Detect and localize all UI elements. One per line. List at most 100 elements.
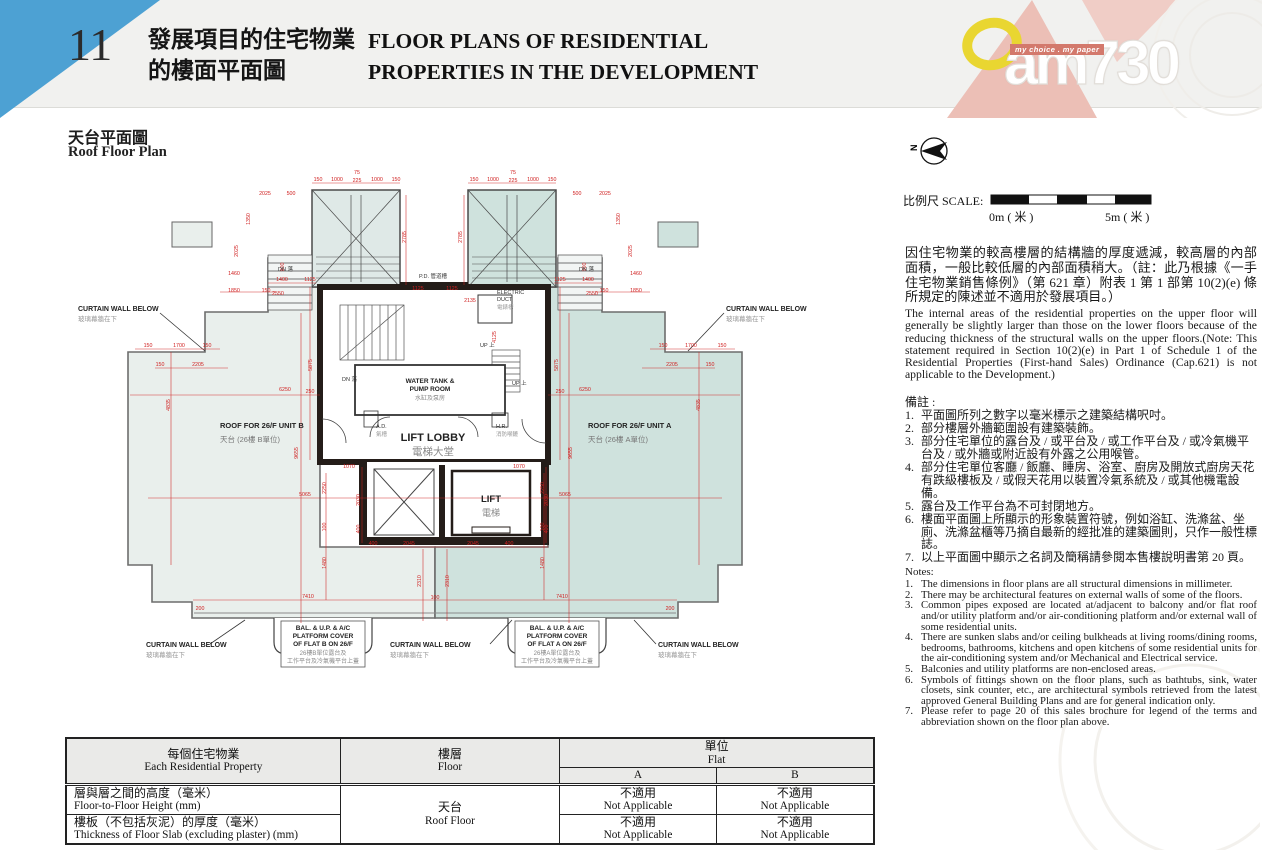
col-header-floor: 樓層 Floor — [339, 737, 561, 786]
scale-label: 比例尺 SCALE: — [903, 194, 983, 208]
svg-text:PUMP ROOM: PUMP ROOM — [410, 386, 451, 393]
am730-logo: am730 my choice . my paper — [932, 0, 1262, 118]
svg-text:玻璃幕牆在下: 玻璃幕牆在下 — [78, 314, 118, 323]
roof-box-left — [171, 221, 213, 248]
svg-text:1850: 1850 — [228, 288, 240, 294]
svg-text:2025: 2025 — [234, 245, 240, 257]
notes-title-zh: 備註 : — [905, 395, 936, 410]
svg-text:2250: 2250 — [540, 482, 546, 494]
svg-text:電梯大堂: 電梯大堂 — [412, 445, 454, 458]
svg-text:N: N — [909, 145, 919, 152]
svg-text:2550: 2550 — [586, 291, 598, 297]
north-arrow-icon: N — [909, 137, 948, 165]
scale-end-label: 5m ( 米 ) — [1105, 210, 1149, 224]
core-walls — [317, 284, 551, 465]
svg-text:5875: 5875 — [554, 359, 560, 371]
svg-text:LIFT LOBBY: LIFT LOBBY — [401, 432, 466, 444]
svg-text:400: 400 — [505, 541, 514, 547]
statement-zh: 因住宅物業的較高樓層的結構牆的厚度遞減，較高層的內部面積，一般比較低層的內部面積… — [905, 245, 1257, 305]
svg-text:1125: 1125 — [446, 286, 457, 292]
ad-shaft — [363, 410, 379, 428]
platform-cover-tab-a — [507, 618, 607, 668]
svg-text:電梯: 電梯 — [482, 507, 500, 518]
col-header-flat-a: A — [559, 767, 717, 786]
note-item: 5.Balconies and utility platforms are no… — [905, 663, 1156, 676]
note-item: 1.平面圖所列之數字以毫米標示之建築結構呎吋。 — [905, 408, 1174, 423]
svg-text:2025: 2025 — [259, 191, 271, 197]
svg-text:150: 150 — [203, 343, 212, 349]
note-item: 6.樓面平面圖上所顯示的形象裝置符號，例如浴缸、洗滌盆、坐廁、洗滌盆櫃等乃摘自最… — [905, 511, 1258, 552]
roof-box-right — [657, 221, 699, 248]
svg-text:400: 400 — [369, 541, 378, 547]
section-title-zh: 發展項目的住宅物業 的樓面平面圖 — [148, 26, 355, 83]
svg-text:100: 100 — [322, 523, 328, 532]
hr-box — [491, 412, 509, 428]
svg-text:1125: 1125 — [304, 277, 315, 283]
svg-text:9655: 9655 — [568, 447, 574, 459]
svg-text:150: 150 — [718, 343, 727, 349]
electric-duct-room — [477, 294, 513, 324]
svg-text:1000: 1000 — [527, 177, 539, 183]
svg-text:2030: 2030 — [544, 494, 550, 506]
svg-text:150: 150 — [470, 177, 479, 183]
svg-text:UP 上: UP 上 — [512, 379, 527, 387]
note-item: 1.The dimensions in floor plans are all … — [905, 578, 1233, 591]
svg-text:H.R.: H.R. — [496, 424, 507, 430]
svg-text:1350: 1350 — [616, 213, 622, 225]
svg-text:玻璃幕牆在下: 玻璃幕牆在下 — [658, 650, 698, 659]
svg-text:電錶槽: 電錶槽 — [497, 303, 514, 311]
svg-text:1480: 1480 — [322, 557, 328, 569]
svg-text:2025: 2025 — [628, 245, 634, 257]
table-row: 層與層之間的高度（毫米） Floor-to-Floor Height (mm) … — [65, 783, 875, 844]
notes-list-en: 1.The dimensions in floor plans are all … — [905, 579, 1257, 727]
notes-list-zh: 1.平面圖所列之數字以毫米標示之建築結構呎吋。2.部分樓層外牆範圍設有建築裝飾。… — [905, 409, 1257, 564]
svg-text:CURTAIN WALL BELOW: CURTAIN WALL BELOW — [78, 306, 159, 313]
svg-text:2135: 2135 — [464, 298, 476, 304]
svg-text:WATER TANK &: WATER TANK & — [406, 378, 455, 385]
svg-text:75: 75 — [510, 170, 516, 176]
dimension-lines — [130, 182, 740, 623]
svg-text:6250: 6250 — [579, 387, 591, 393]
logo-tagline: my choice . my paper — [1010, 44, 1105, 55]
svg-text:1400: 1400 — [582, 277, 594, 283]
stair-tower-left — [311, 189, 401, 288]
svg-text:P.D. 管道槽: P.D. 管道槽 — [419, 272, 448, 280]
cell-slab-b: 不適用 Not Applicable — [715, 813, 875, 844]
svg-text:150: 150 — [314, 177, 323, 183]
core-stair — [339, 304, 405, 361]
svg-text:BAL. & U.P. & A/C: BAL. & U.P. & A/C — [296, 625, 351, 632]
svg-text:2550: 2550 — [272, 291, 284, 297]
svg-text:CURTAIN WALL BELOW: CURTAIN WALL BELOW — [390, 642, 471, 649]
svg-text:1480: 1480 — [540, 557, 546, 569]
svg-text:玻璃幕牆在下: 玻璃幕牆在下 — [726, 314, 766, 323]
svg-text:6250: 6250 — [279, 387, 291, 393]
svg-text:4835: 4835 — [166, 399, 172, 411]
svg-text:1070: 1070 — [343, 464, 355, 470]
svg-text:1700: 1700 — [685, 343, 697, 349]
lift-shaft-x — [373, 468, 435, 536]
svg-text:200: 200 — [666, 606, 675, 612]
svg-text:150: 150 — [144, 343, 153, 349]
note-item: 7.以上平面圖中顯示之名詞及簡稱請參閱本售樓說明書第 20 頁。 — [905, 550, 1252, 565]
note-item: 5.露台及工作平台為不可封閉地方。 — [905, 498, 1102, 513]
svg-text:UP 上: UP 上 — [480, 341, 495, 349]
roof-floor-plan: 1501000752251000150150100075225100015027… — [78, 170, 807, 668]
svg-text:2310: 2310 — [445, 575, 451, 587]
svg-text:1125: 1125 — [412, 286, 423, 292]
svg-text:7410: 7410 — [302, 594, 314, 600]
svg-text:DN 落: DN 落 — [579, 265, 594, 273]
svg-text:5065: 5065 — [299, 492, 311, 498]
svg-text:150: 150 — [262, 288, 271, 294]
scale-bar-segments — [990, 194, 1152, 205]
svg-text:1000: 1000 — [331, 177, 343, 183]
door-arcs — [321, 416, 547, 444]
scale-bar: 比例尺 SCALE: 0m ( 米 ) 5m ( 米 ) — [903, 194, 1152, 224]
svg-text:BAL. & U.P. & A/C: BAL. & U.P. & A/C — [530, 625, 585, 632]
svg-text:CURTAIN WALL BELOW: CURTAIN WALL BELOW — [658, 642, 739, 649]
svg-text:2205: 2205 — [192, 362, 204, 368]
svg-text:4125: 4125 — [492, 331, 498, 343]
svg-text:1460: 1460 — [228, 271, 240, 277]
svg-text:150: 150 — [600, 288, 609, 294]
